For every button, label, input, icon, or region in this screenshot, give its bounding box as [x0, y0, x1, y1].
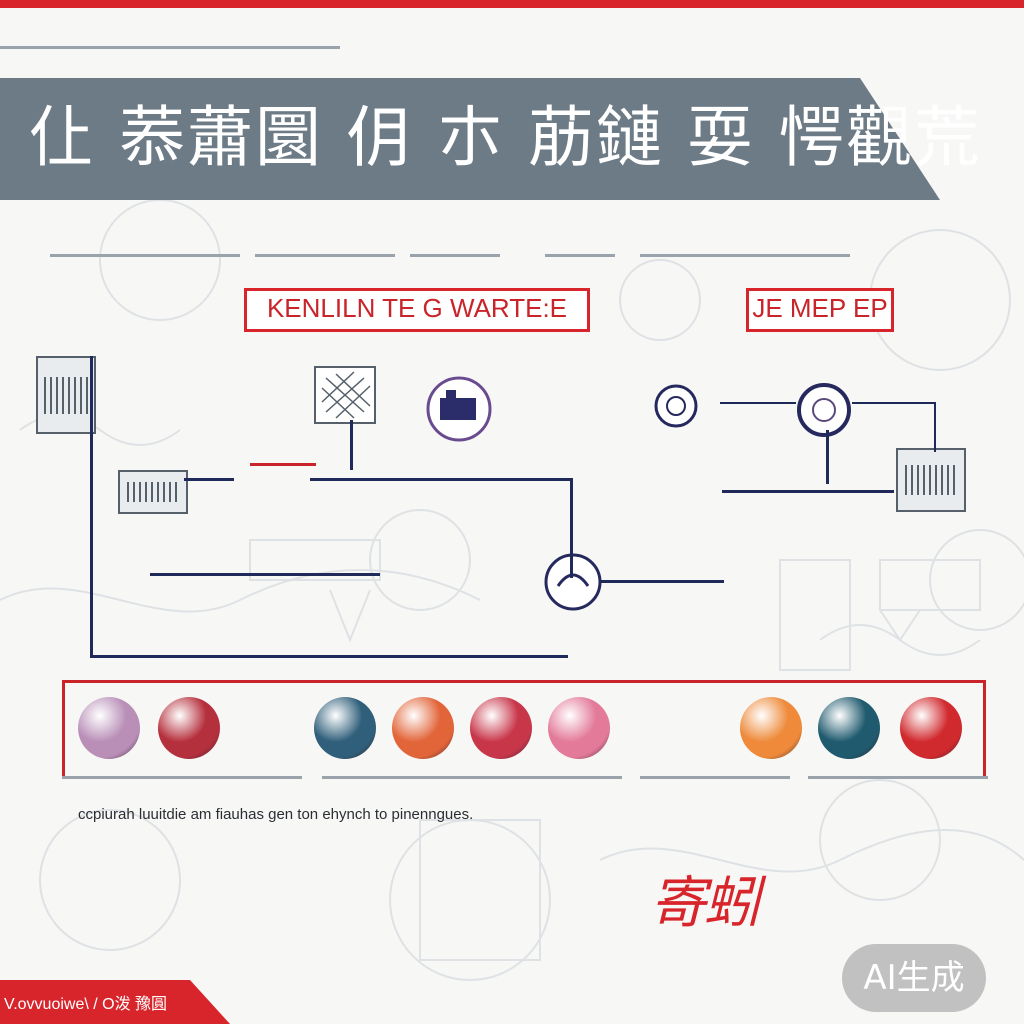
swatch-panel — [62, 680, 986, 776]
separator-line — [50, 254, 240, 257]
connector-wire — [826, 430, 829, 484]
connector-wire — [310, 478, 572, 481]
connector-wire — [720, 402, 796, 404]
connector-wire — [184, 478, 234, 481]
panel-footer-line — [808, 776, 988, 779]
sphere-pink-icon — [548, 697, 610, 759]
ai-generated-badge: AI生成 — [842, 944, 986, 1012]
grid-panel-icon — [314, 366, 376, 424]
sphere-orange-icon — [392, 697, 454, 759]
separator-line — [255, 254, 395, 257]
process-node-icon — [426, 376, 492, 442]
sphere-amber-icon — [740, 697, 802, 759]
connector-wire — [570, 478, 573, 578]
printer-unit-icon — [896, 448, 966, 512]
sphere-deep-teal-icon — [818, 697, 880, 759]
connector-wire-red — [250, 463, 316, 466]
sphere-crimson-icon — [158, 697, 220, 759]
top-divider — [0, 46, 340, 49]
sphere-red-violet-icon — [470, 697, 532, 759]
connector-wire — [934, 402, 936, 452]
connector-wire — [852, 402, 936, 404]
separator-line — [410, 254, 500, 257]
sphere-lilac-icon — [78, 697, 140, 759]
connector-wire — [150, 573, 380, 576]
process-node-icon — [654, 384, 698, 428]
panel-footer-line — [322, 776, 622, 779]
corner-ribbon — [0, 980, 230, 1024]
diagram-label-right: JE MEP EP — [746, 288, 894, 332]
separator-line — [545, 254, 615, 257]
connector-wire — [90, 356, 93, 658]
diagram-label-left: KENLILN TE G WARTE:E — [244, 288, 590, 332]
sphere-scarlet-icon — [900, 697, 962, 759]
panel-footer-line — [62, 776, 302, 779]
process-node-icon — [544, 553, 602, 611]
banner-title: 仩 菾蕭圜 仴 朩 荕鏈 耍 愕觀荒 — [28, 99, 982, 176]
top-accent-bar — [0, 0, 1024, 8]
connector-wire — [722, 490, 894, 493]
connector-wire — [90, 655, 568, 658]
server-rack-icon — [36, 356, 96, 434]
sphere-teal-icon — [314, 697, 376, 759]
diagram-caption: ccpiurah luuitdie am fiauhas gen ton ehy… — [78, 806, 474, 823]
machine-unit-icon — [118, 470, 188, 514]
panel-footer-line — [640, 776, 790, 779]
red-script-stamp: 寄蚓 — [650, 871, 760, 936]
corner-label: V.ovvuoiwe\ / O泼 豫圓 — [4, 996, 168, 1013]
separator-line — [640, 254, 850, 257]
process-node-icon — [797, 383, 851, 437]
connector-wire — [600, 580, 724, 583]
title-banner — [0, 78, 940, 200]
connector-wire — [350, 420, 353, 470]
